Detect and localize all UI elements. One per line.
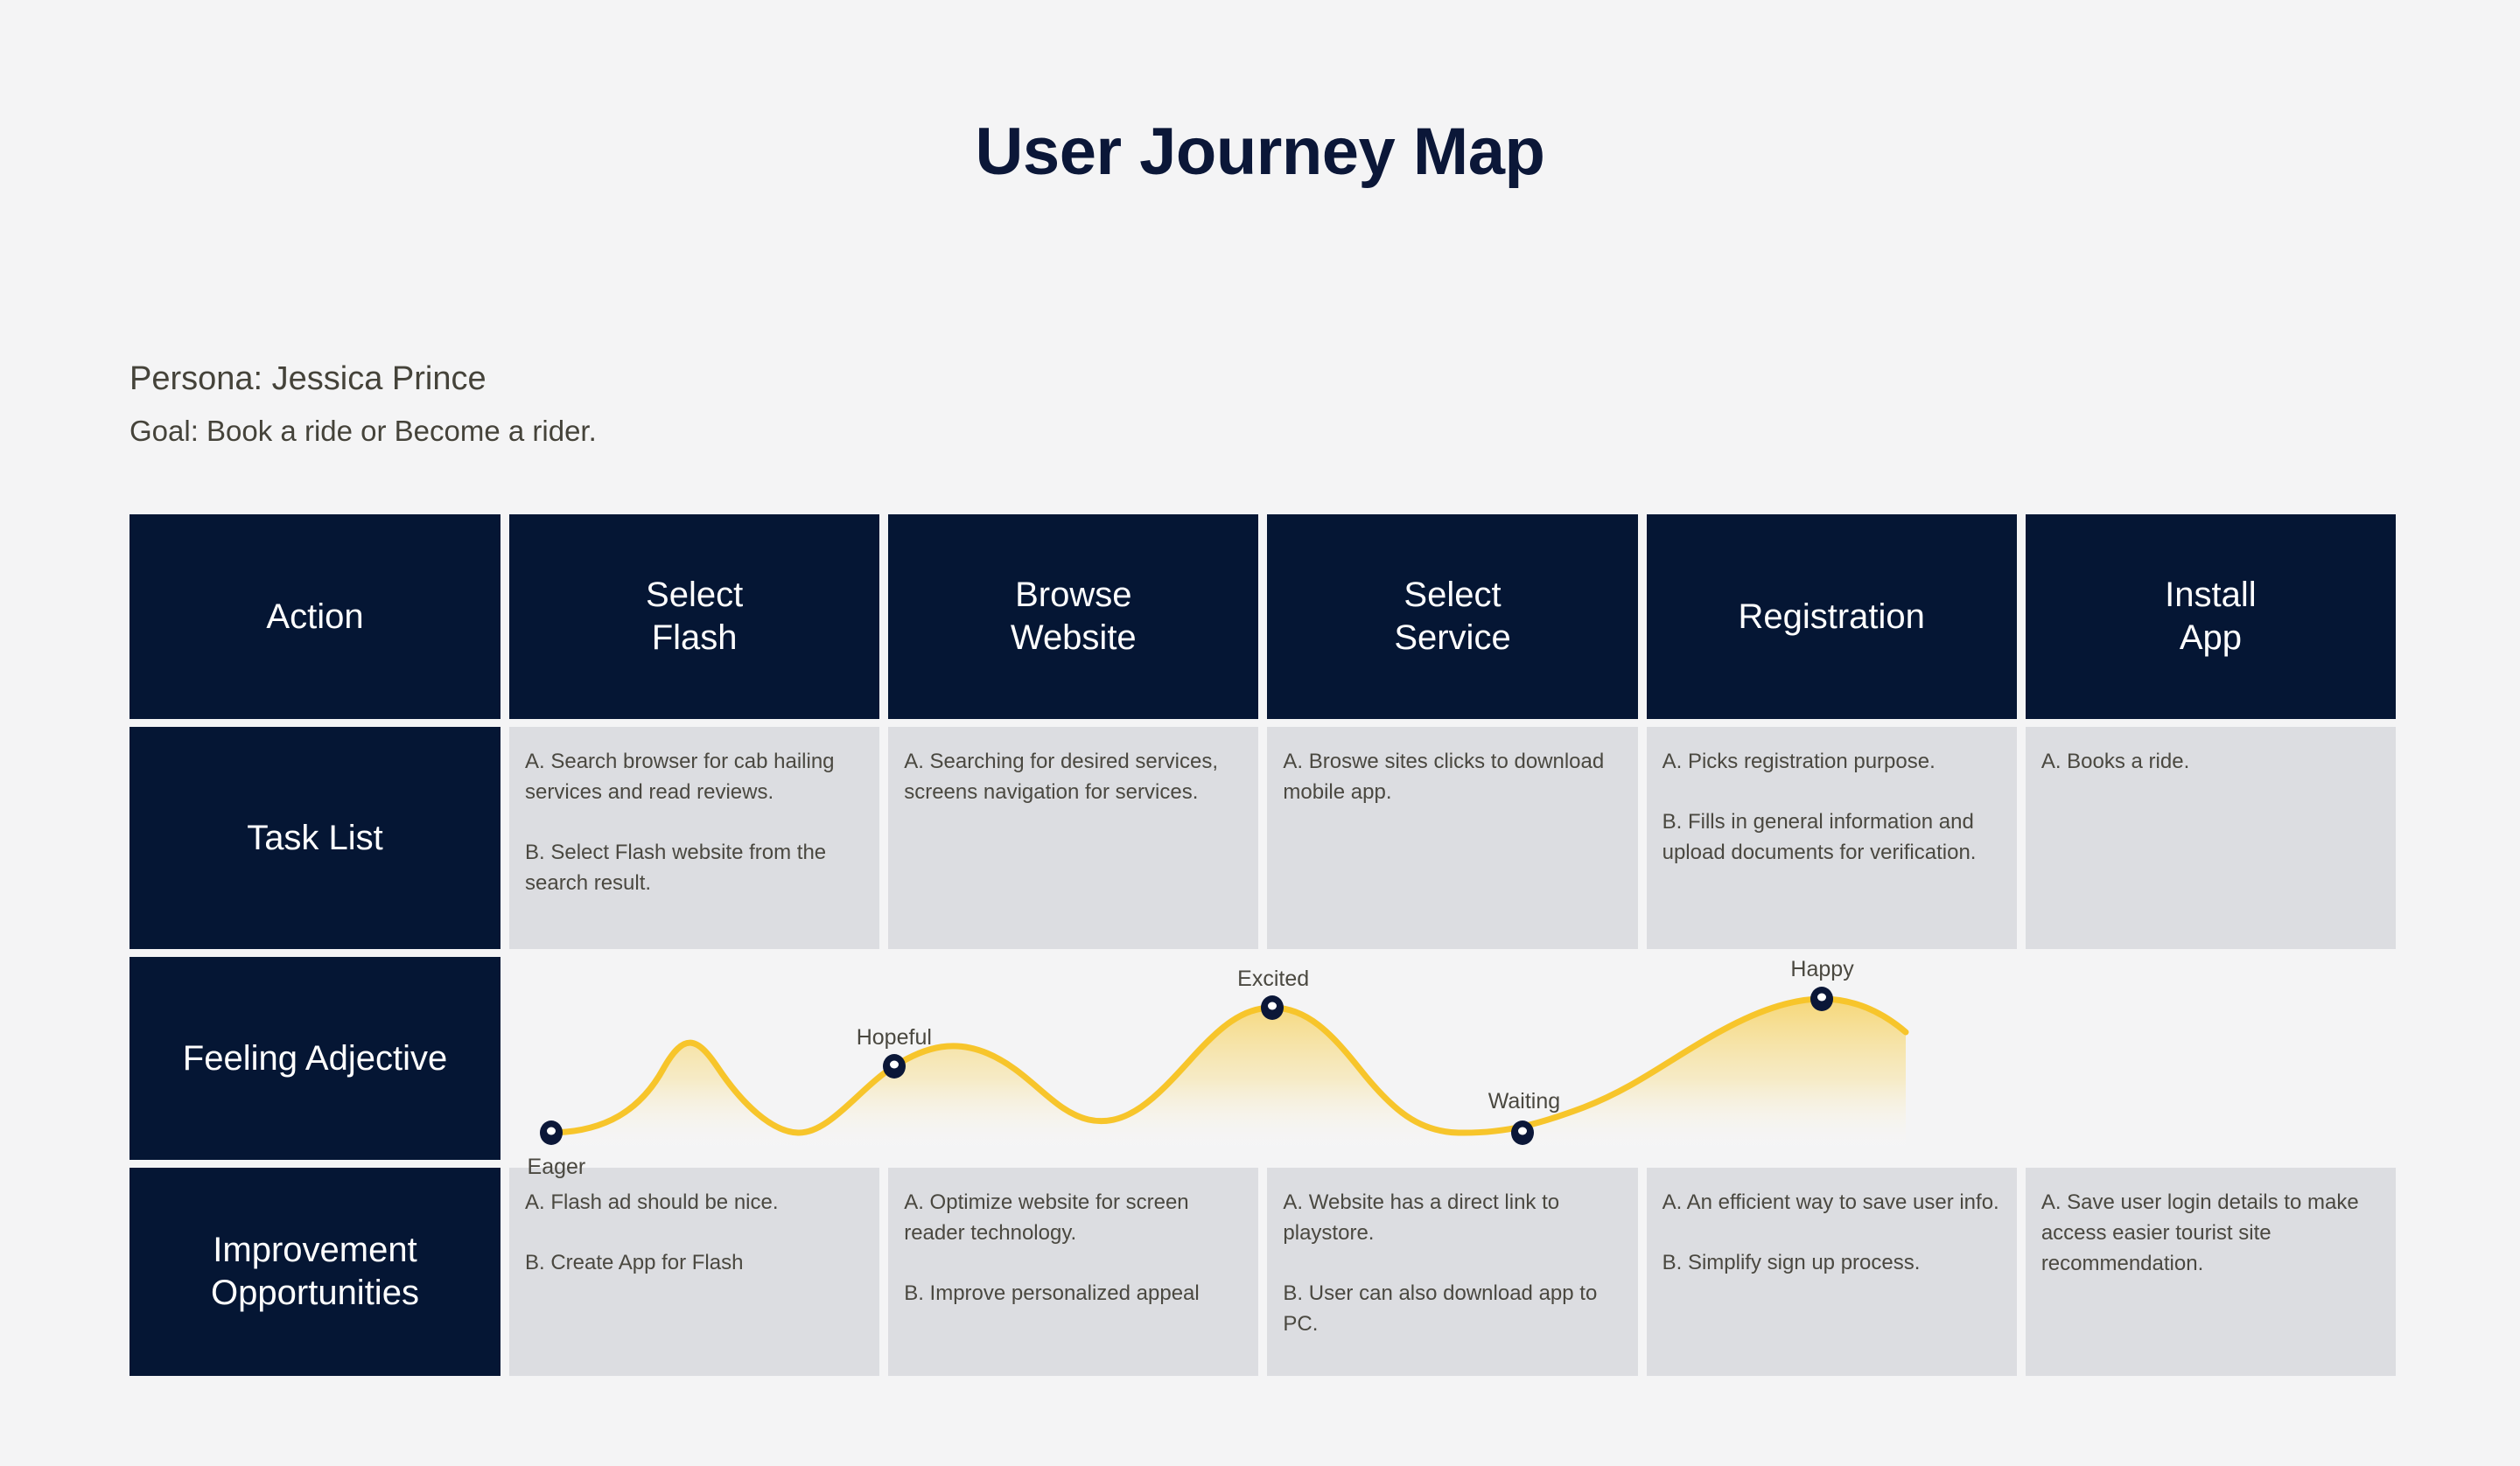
- improvement-item: B. User can also download app to PC.: [1283, 1281, 1598, 1337]
- row-label-task-list: Task List: [130, 727, 500, 949]
- emotion-curve-chart: Eager Hopeful Excited Waiting Happy: [509, 957, 2396, 1178]
- emotion-label-waiting: Waiting: [1488, 1089, 1561, 1113]
- emotion-curve-line: [548, 995, 1909, 1136]
- task-list-cell-3: A. Broswe sites clicks to download mobil…: [1267, 727, 1638, 949]
- row-label-improvement-opportunities: Improvement Opportunities: [130, 1168, 500, 1376]
- persona-block: Persona: Jessica Prince Goal: Book a rid…: [130, 359, 597, 449]
- task-item: B. Select Flash website from the search …: [525, 841, 827, 896]
- stage-header-select-service: Select Service: [1267, 514, 1638, 719]
- improvement-cell-3: A. Website has a direct link to playstor…: [1267, 1168, 1638, 1376]
- stage-header-install-app: Install App: [2025, 514, 2397, 719]
- marker-hopeful-center: [890, 1060, 899, 1069]
- emotion-curve-fill: [551, 999, 1906, 1146]
- marker-eager-center: [547, 1127, 556, 1135]
- improvement-item: B. Simplify sign up process.: [1662, 1251, 1921, 1275]
- improvement-cell-4: A. An efficient way to save user info. B…: [1646, 1168, 2017, 1376]
- task-item: A. Searching for desired services, scree…: [904, 750, 1219, 805]
- improvement-item: A. Website has a direct link to playstor…: [1283, 1190, 1560, 1246]
- row-label-feeling-adjective: Feeling Adjective: [130, 957, 500, 1160]
- emotion-label-hopeful: Hopeful: [856, 1025, 932, 1050]
- improvement-cell-5: A. Save user login details to make acces…: [2025, 1168, 2397, 1376]
- page-title: User Journey Map: [975, 115, 1545, 189]
- marker-happy-center: [1817, 993, 1826, 1002]
- emotion-label-eager: Eager: [527, 1155, 586, 1179]
- task-list-cell-4: A. Picks registration purpose. B. Fills …: [1646, 727, 2017, 949]
- improvement-cell-2: A. Optimize website for screen reader te…: [888, 1168, 1259, 1376]
- improvement-item: A. Optimize website for screen reader te…: [904, 1190, 1189, 1246]
- task-item: A. Books a ride.: [2040, 750, 2190, 773]
- persona-name: Persona: Jessica Prince: [130, 360, 486, 397]
- task-item: B. Fills in general information and uplo…: [1662, 810, 1977, 865]
- task-item: A. Broswe sites clicks to download mobil…: [1283, 750, 1605, 805]
- improvement-item: A. Flash ad should be nice.: [525, 1190, 779, 1214]
- improvement-item: A. Save user login details to make acces…: [2040, 1190, 2359, 1276]
- persona-goal: Goal: Book a ride or Become a rider.: [130, 414, 597, 447]
- grid-task-list-row: Task List A. Search browser for cab hail…: [130, 727, 2397, 949]
- stage-header-browse-website: Browse Website: [888, 514, 1259, 719]
- journey-grid: Action Select Flash Browse Website Selec…: [130, 514, 2397, 1384]
- emotion-label-excited: Excited: [1237, 967, 1310, 991]
- marker-waiting-center: [1518, 1127, 1527, 1135]
- task-list-cell-5: A. Books a ride.: [2025, 727, 2397, 949]
- task-item: A. Picks registration purpose.: [1662, 750, 1936, 773]
- task-item: A. Search browser for cab hailing servic…: [525, 750, 835, 805]
- grid-improvement-row: Improvement Opportunities A. Flash ad sh…: [130, 1168, 2397, 1376]
- stage-header-select-flash: Select Flash: [509, 514, 880, 719]
- task-list-cell-2: A. Searching for desired services, scree…: [888, 727, 1259, 949]
- improvement-item: A. An efficient way to save user info.: [1662, 1190, 1999, 1214]
- grid-feeling-row: Feeling Adjective: [130, 957, 2396, 1178]
- stage-header-registration: Registration: [1646, 514, 2017, 719]
- row-label-action: Action: [130, 514, 500, 719]
- marker-excited-center: [1268, 1002, 1277, 1010]
- improvement-cell-1: A. Flash ad should be nice. B. Create Ap…: [509, 1168, 880, 1376]
- improvement-item: B. Create App for Flash: [525, 1251, 744, 1275]
- emotion-markers: [540, 987, 1833, 1145]
- emotion-curve-svg: [540, 987, 1909, 1146]
- task-list-cell-1: A. Search browser for cab hailing servic…: [509, 727, 880, 949]
- emotion-label-happy: Happy: [1790, 957, 1854, 981]
- grid-header-row: Action Select Flash Browse Website Selec…: [130, 514, 2397, 719]
- improvement-item: B. Improve personalized appeal: [904, 1281, 1200, 1306]
